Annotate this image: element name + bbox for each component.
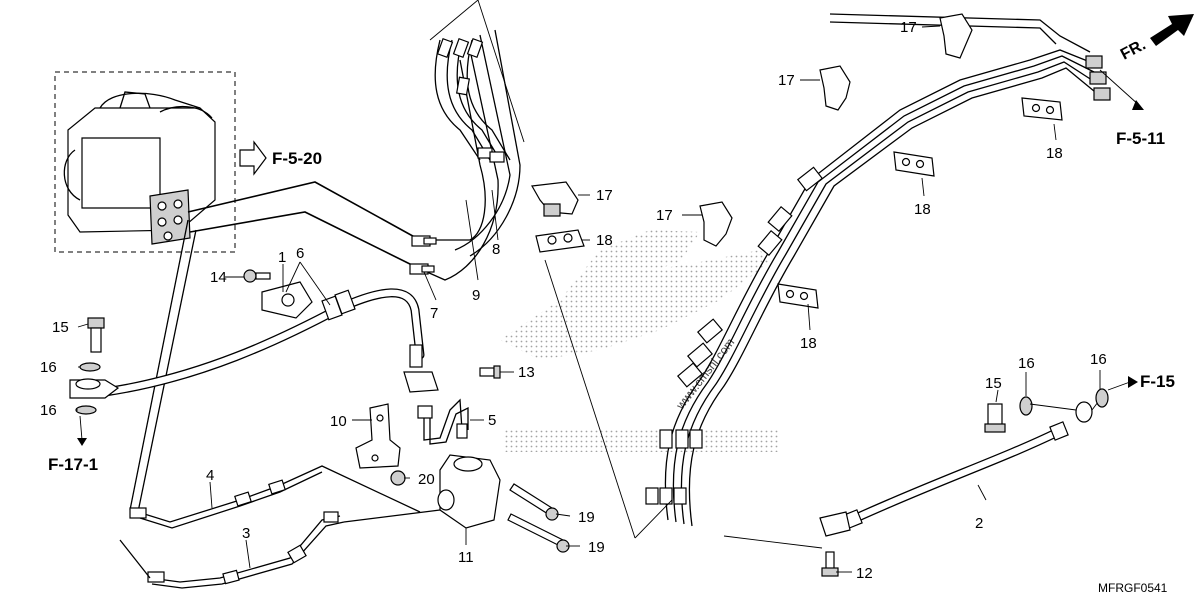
callout-5[interactable]: 5 bbox=[488, 412, 496, 429]
ref-f171[interactable]: F-17-1 bbox=[48, 455, 98, 474]
callout-19-a[interactable]: 19 bbox=[578, 509, 595, 526]
upper-left-pipe-bundle bbox=[429, 0, 525, 163]
washer-16-right-a bbox=[1019, 396, 1033, 416]
ref-arrow-f520 bbox=[239, 140, 267, 176]
callout-18-center[interactable]: 18 bbox=[596, 232, 613, 249]
callout-16-left-a[interactable]: 16 bbox=[40, 359, 57, 376]
clip-17-upper-left bbox=[819, 65, 851, 111]
callout-17-upper-left[interactable]: 17 bbox=[778, 72, 795, 89]
washer-16-right-b bbox=[1095, 388, 1109, 408]
callout-13[interactable]: 13 bbox=[518, 364, 535, 381]
callout-9[interactable]: 9 bbox=[472, 287, 480, 304]
rear-brake-hose bbox=[819, 401, 1099, 537]
clip-17-top bbox=[939, 13, 973, 59]
callout-16-right-a[interactable]: 16 bbox=[1018, 355, 1035, 372]
clip-17-mid bbox=[699, 201, 733, 247]
callout-18-lower[interactable]: 18 bbox=[800, 335, 817, 352]
front-direction-arrow bbox=[1150, 14, 1194, 46]
clip-18-mid bbox=[893, 151, 935, 177]
callout-14[interactable]: 14 bbox=[210, 269, 227, 286]
callout-17-center[interactable]: 17 bbox=[596, 187, 613, 204]
callout-11[interactable]: 11 bbox=[458, 549, 474, 566]
right-pipe-bundle bbox=[544, 13, 1144, 539]
callout-18-upper-right[interactable]: 18 bbox=[1046, 145, 1063, 162]
bolt-13 bbox=[479, 365, 501, 379]
clip-18-center bbox=[535, 229, 585, 253]
leader-f15 bbox=[1107, 381, 1131, 391]
callout-10[interactable]: 10 bbox=[330, 413, 347, 430]
callout-16-left-b[interactable]: 16 bbox=[40, 402, 57, 419]
clip-18-upper-right bbox=[1021, 97, 1063, 121]
clip-18-lower bbox=[777, 283, 819, 309]
bolt-15-right bbox=[984, 403, 1006, 433]
callout-18-mid[interactable]: 18 bbox=[914, 201, 931, 218]
callout-3[interactable]: 3 bbox=[242, 525, 250, 542]
callout-6[interactable]: 6 bbox=[296, 245, 304, 262]
callout-12[interactable]: 12 bbox=[856, 565, 873, 582]
drawing-code: MFRGF0541 bbox=[1098, 581, 1168, 595]
callout-2[interactable]: 2 bbox=[975, 515, 983, 532]
arrow-f15 bbox=[1128, 376, 1138, 388]
callout-leaders bbox=[76, 25, 1101, 573]
front-label: FR. bbox=[1118, 36, 1149, 63]
abs-modulator bbox=[54, 71, 236, 253]
ref-f520[interactable]: F-5-20 bbox=[272, 149, 322, 168]
callout-17-mid[interactable]: 17 bbox=[656, 207, 673, 224]
callout-15-left[interactable]: 15 bbox=[52, 319, 69, 336]
callout-7[interactable]: 7 bbox=[430, 305, 438, 322]
brake-pipe-5 bbox=[417, 398, 469, 445]
banjo-bolt-left bbox=[75, 317, 105, 446]
leader-rear-joint bbox=[723, 535, 823, 549]
callout-1[interactable]: 1 bbox=[278, 249, 286, 266]
callout-20[interactable]: 20 bbox=[418, 471, 435, 488]
ref-f511[interactable]: F-5-11 bbox=[1116, 129, 1165, 148]
callout-16-right-b[interactable]: 16 bbox=[1090, 351, 1107, 368]
stay-10 bbox=[355, 403, 406, 486]
clip-17-center bbox=[531, 181, 579, 217]
callout-17-top[interactable]: 17 bbox=[900, 19, 917, 36]
callout-15-right[interactable]: 15 bbox=[985, 375, 1002, 392]
front-brake-hose bbox=[69, 281, 439, 399]
callout-19-b[interactable]: 19 bbox=[588, 539, 605, 556]
ref-f15[interactable]: F-15 bbox=[1140, 372, 1175, 391]
callout-4[interactable]: 4 bbox=[206, 467, 214, 484]
three-way-joint-11 bbox=[437, 454, 570, 553]
brake-pipes-3-4 bbox=[119, 465, 441, 589]
bolt-12 bbox=[821, 551, 839, 577]
leader-washer bbox=[1029, 403, 1077, 411]
honda-watermark bbox=[500, 230, 780, 452]
bolt-14 bbox=[243, 269, 271, 283]
callout-8[interactable]: 8 bbox=[492, 241, 500, 258]
pipe-fittings-7 bbox=[409, 235, 437, 275]
